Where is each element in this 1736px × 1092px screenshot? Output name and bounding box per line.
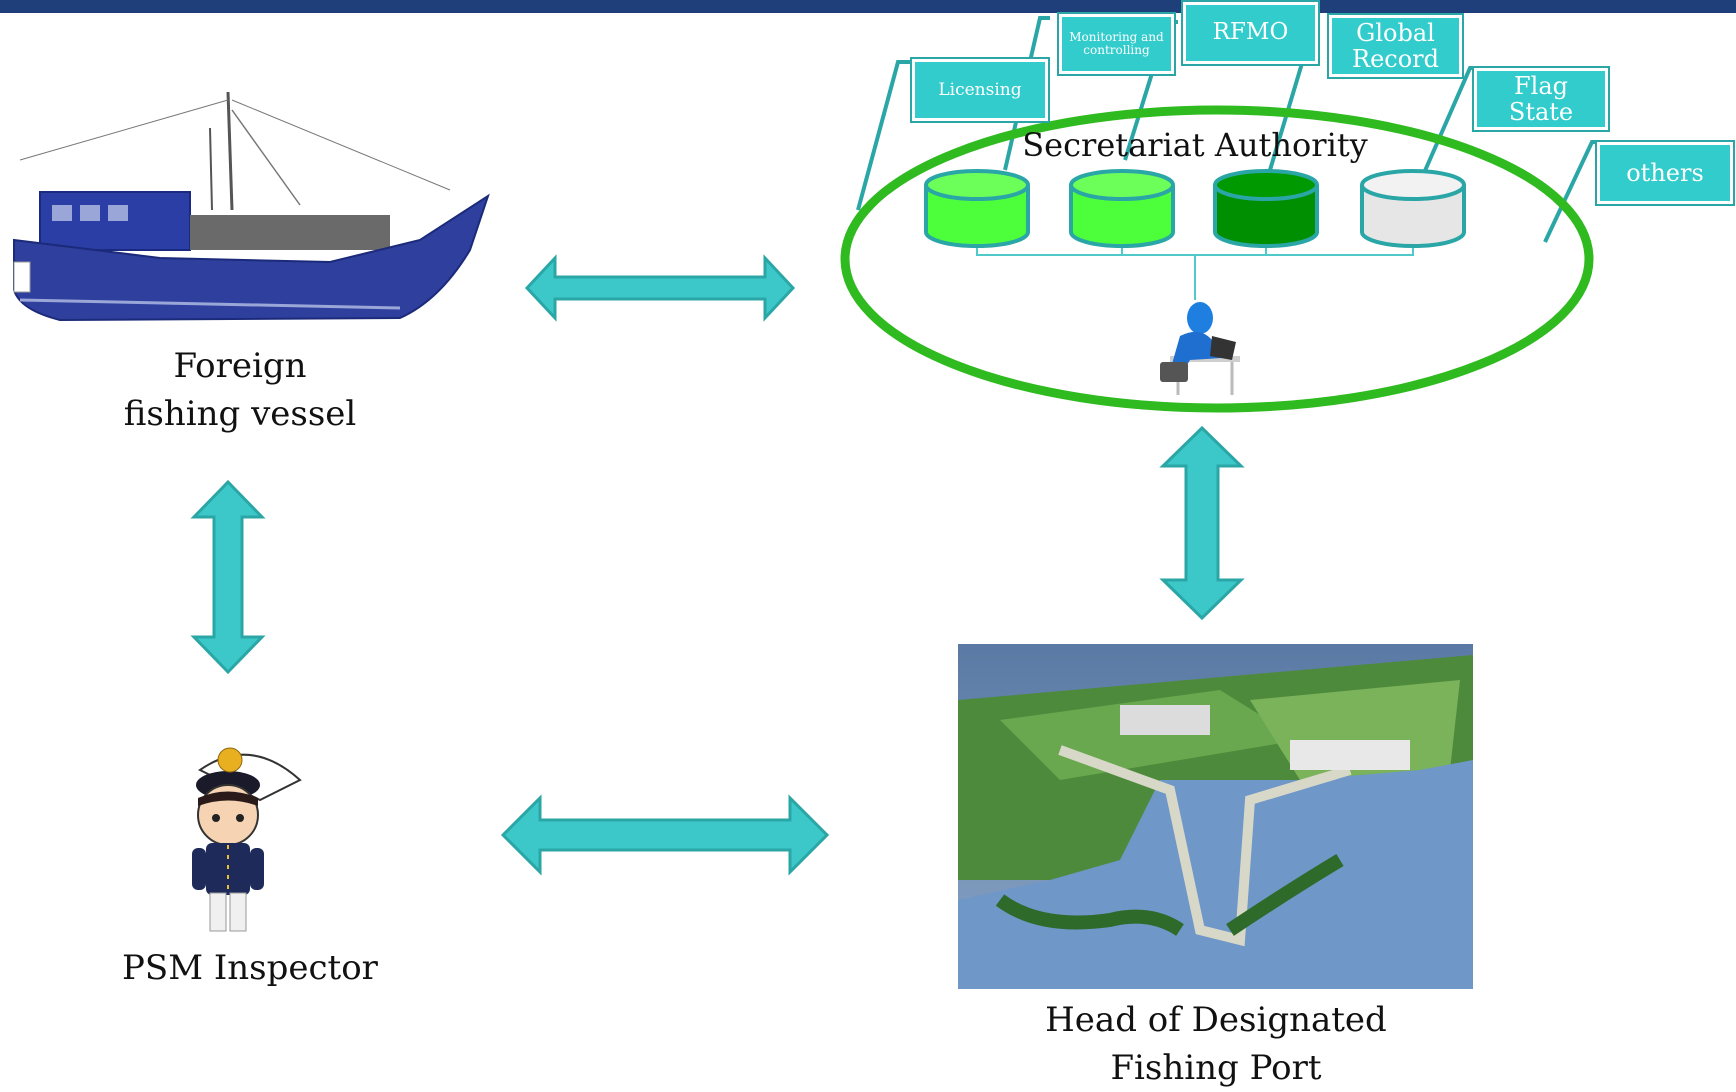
database-icon [1213, 169, 1319, 248]
database-icon [924, 169, 1030, 248]
port-label: Head of Designated Fishing Port [1000, 996, 1432, 1092]
flag-state-label: Flag State [1508, 71, 1574, 126]
licensing-box: Licensing [910, 57, 1050, 123]
inspector-label: PSM Inspector [90, 944, 410, 992]
database-icon [1360, 169, 1466, 248]
others-box: others [1595, 140, 1735, 206]
vessel-label: Foreign fishing vessel [90, 342, 390, 438]
port-label-line1: Head of Designated [1045, 1000, 1387, 1040]
others-callout-line [1543, 140, 1598, 243]
vessel-label-line2: fishing vessel [123, 394, 357, 434]
inspector-character-icon [192, 747, 302, 932]
rfmo-label: RFMO [1212, 19, 1289, 46]
flag-state-box: Flag State [1472, 66, 1610, 132]
port-aerial-image [958, 644, 1473, 989]
computer-user-icon [1160, 302, 1240, 395]
secretariat-title: Secretariat Authority [1022, 126, 1368, 164]
vessel-label-line1: Foreign [173, 346, 307, 386]
database-icon [1069, 169, 1175, 248]
double-arrows [190, 254, 1245, 876]
arrow-inspector-port [500, 794, 830, 876]
monitoring-box: Monitoring and controlling [1057, 12, 1176, 76]
licensing-callout-line [856, 60, 912, 211]
database-connectors [976, 240, 1414, 300]
port-label-line2: Fishing Port [1110, 1048, 1322, 1088]
fishing-boat-icon [13, 91, 490, 322]
arrow-vessel-inspector [190, 479, 266, 675]
monitoring-label: Monitoring and controlling [1069, 29, 1164, 57]
arrow-secretariat-port [1159, 425, 1245, 621]
global-record-label: Global Record [1352, 18, 1439, 73]
licensing-label: Licensing [938, 79, 1022, 100]
others-label: others [1626, 158, 1704, 187]
secretariat-ellipse [840, 105, 1594, 413]
rfmo-box: RFMO [1181, 0, 1320, 66]
global-record-box: Global Record [1327, 13, 1464, 79]
inspector-label-text: PSM Inspector [122, 948, 378, 988]
arrow-vessel-secretariat [524, 254, 796, 322]
